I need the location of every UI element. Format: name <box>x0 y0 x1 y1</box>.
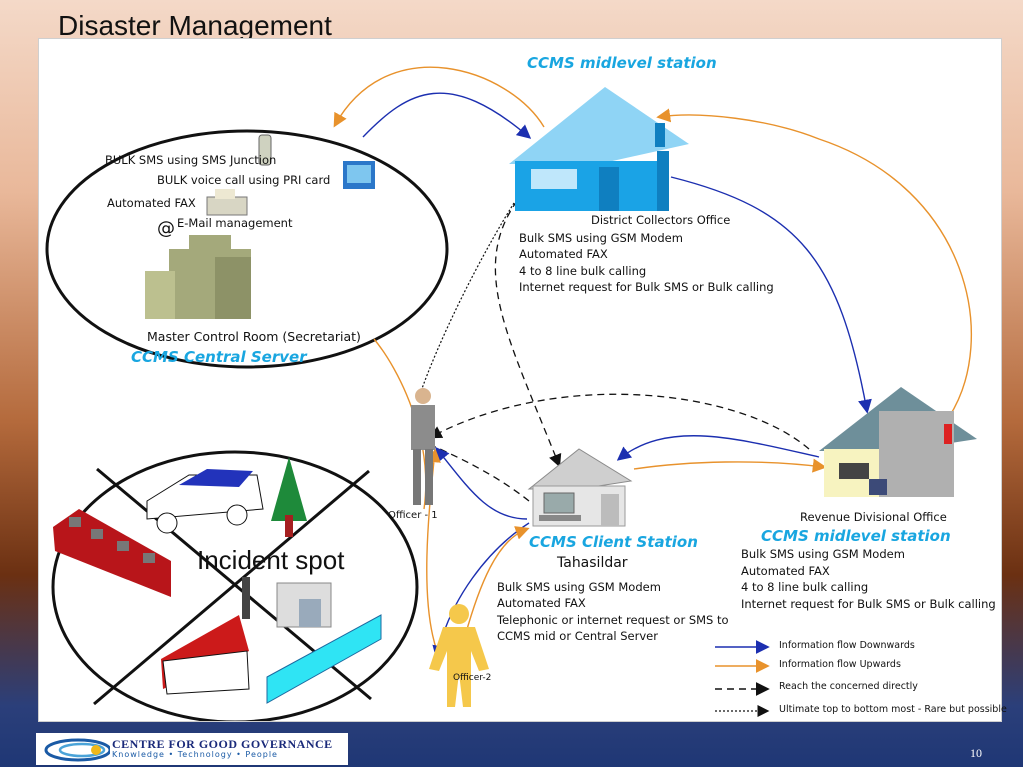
police-car-icon <box>146 469 264 534</box>
revenue-feature: Automated FAX <box>741 564 830 578</box>
factory-icon <box>161 577 250 695</box>
footer-tagline: Knowledge • Technology • People <box>112 750 278 759</box>
district-feature: Bulk SMS using GSM Modem <box>519 231 683 245</box>
diagram-panel: @ <box>38 38 1007 722</box>
client-house-icon <box>527 448 633 527</box>
footer-org-name: CENTRE FOR GOOD GOVERNANCE <box>112 737 333 751</box>
central-bulk-voice: BULK voice call using PRI card <box>157 173 331 187</box>
district-feature: Automated FAX <box>519 247 608 261</box>
master-control-room-label: Master Control Room (Secretariat) <box>147 329 361 344</box>
tree-icon <box>271 457 307 537</box>
legend-label: Information flow Downwards <box>779 640 915 651</box>
revenue-station-title: CCMS midlevel station <box>761 527 951 545</box>
shop-icon <box>276 582 332 628</box>
officer1-label: Officer - 1 <box>388 510 438 521</box>
computer-monitor-icon <box>343 161 375 189</box>
client-station-title: CCMS Client Station <box>529 533 698 551</box>
flow-blue-client-to-officer1 <box>435 446 528 520</box>
page-number: 10 <box>970 746 982 760</box>
district-feature: Internet request for Bulk SMS or Bulk ca… <box>519 280 774 294</box>
flow-orange-revenue-to-district <box>656 108 973 418</box>
central-email: E-Mail management <box>177 216 293 230</box>
legend-label: Ultimate top to bottom most - Rare but p… <box>779 704 1007 715</box>
mobile-phone-icon <box>258 134 272 166</box>
legend-label: Information flow Upwards <box>779 659 901 670</box>
flow-dashed-client-to-officer1 <box>428 443 530 502</box>
secretariat-building-icon <box>145 235 251 319</box>
flow-blue-central-to-district <box>362 92 532 139</box>
incident-spot-label: Incident spot <box>197 545 345 575</box>
district-office-label: District Collectors Office <box>591 213 731 227</box>
flow-orange-district-to-central <box>333 66 545 128</box>
district-house-icon <box>509 87 689 211</box>
email-at-icon: @ <box>157 218 175 239</box>
district-feature: 4 to 8 line bulk calling <box>519 264 647 278</box>
central-server-title: CCMS Central Server <box>131 348 307 366</box>
flow-dotted-district-to-officer1 <box>418 202 515 398</box>
revenue-feature: Bulk SMS using GSM Modem <box>741 547 905 561</box>
cgg-logo-icon <box>44 738 110 762</box>
diagram-canvas: @ <box>45 66 977 721</box>
river-icon <box>266 614 382 704</box>
fax-machine-icon <box>206 189 248 216</box>
slide-title: Disaster Management <box>58 10 332 41</box>
flow-blue-district-to-revenue <box>670 176 872 414</box>
flow-dashed-district-to-client <box>494 200 562 468</box>
flow-dashed-revenue-to-officer1 <box>428 393 810 450</box>
client-subtitle: Tahasildar <box>557 555 628 571</box>
train-icon <box>53 509 171 597</box>
legend-label: Reach the concerned directly <box>779 681 918 692</box>
flow-blue-revenue-to-client <box>616 435 820 461</box>
officer1-icon <box>411 388 435 505</box>
revenue-office-label: Revenue Divisional Office <box>800 510 947 524</box>
revenue-house-icon <box>819 387 977 497</box>
client-feature: Telephonic or internet request or SMS to <box>497 613 729 627</box>
central-server-ellipse <box>45 129 449 369</box>
revenue-feature: Internet request for Bulk SMS or Bulk ca… <box>741 597 996 611</box>
central-auto-fax: Automated FAX <box>107 196 196 210</box>
footer-logo: CENTRE FOR GOOD GOVERNANCE Knowledge • T… <box>36 733 348 765</box>
flow-orange-client-to-revenue <box>633 458 827 473</box>
officer2-icon <box>429 604 489 707</box>
client-feature: Bulk SMS using GSM Modem <box>497 580 661 594</box>
central-bulk-sms: BULK SMS using SMS Junction <box>105 153 277 167</box>
officer2-label: Officer-2 <box>453 673 492 683</box>
client-feature: CCMS mid or Central Server <box>497 629 658 643</box>
district-station-title: CCMS midlevel station <box>527 54 717 72</box>
client-feature: Automated FAX <box>497 596 586 610</box>
revenue-feature: 4 to 8 line bulk calling <box>741 580 869 594</box>
